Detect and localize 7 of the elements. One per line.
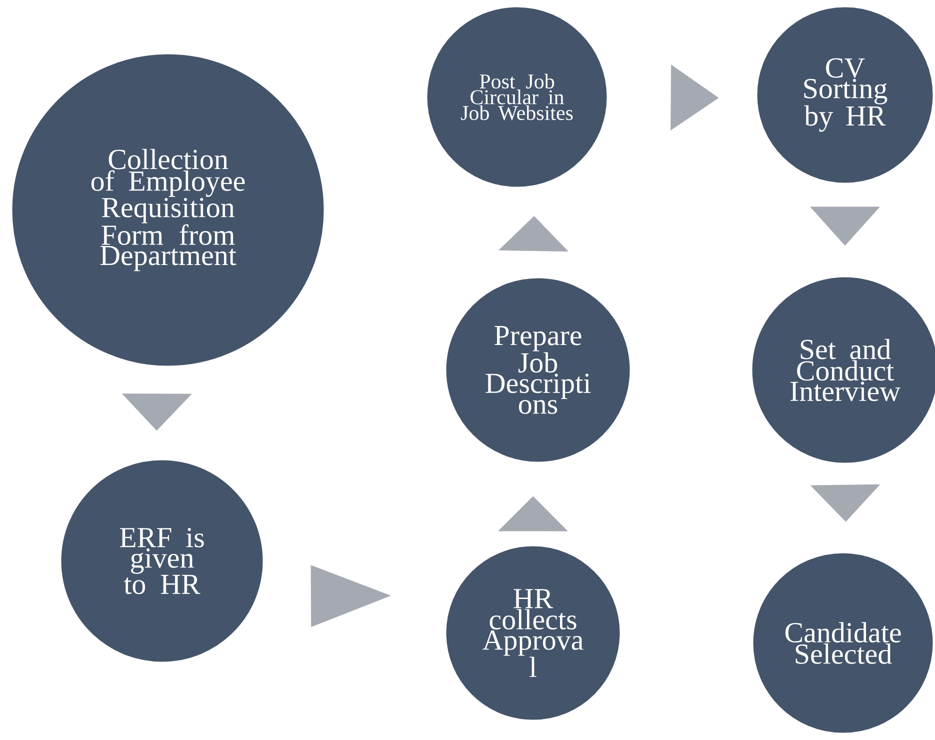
arrow [810,484,880,522]
arrow [670,64,719,130]
arrow [122,394,192,431]
arrow [498,216,568,252]
arrow [810,206,880,246]
arrow [310,565,391,628]
arrow [498,496,568,532]
